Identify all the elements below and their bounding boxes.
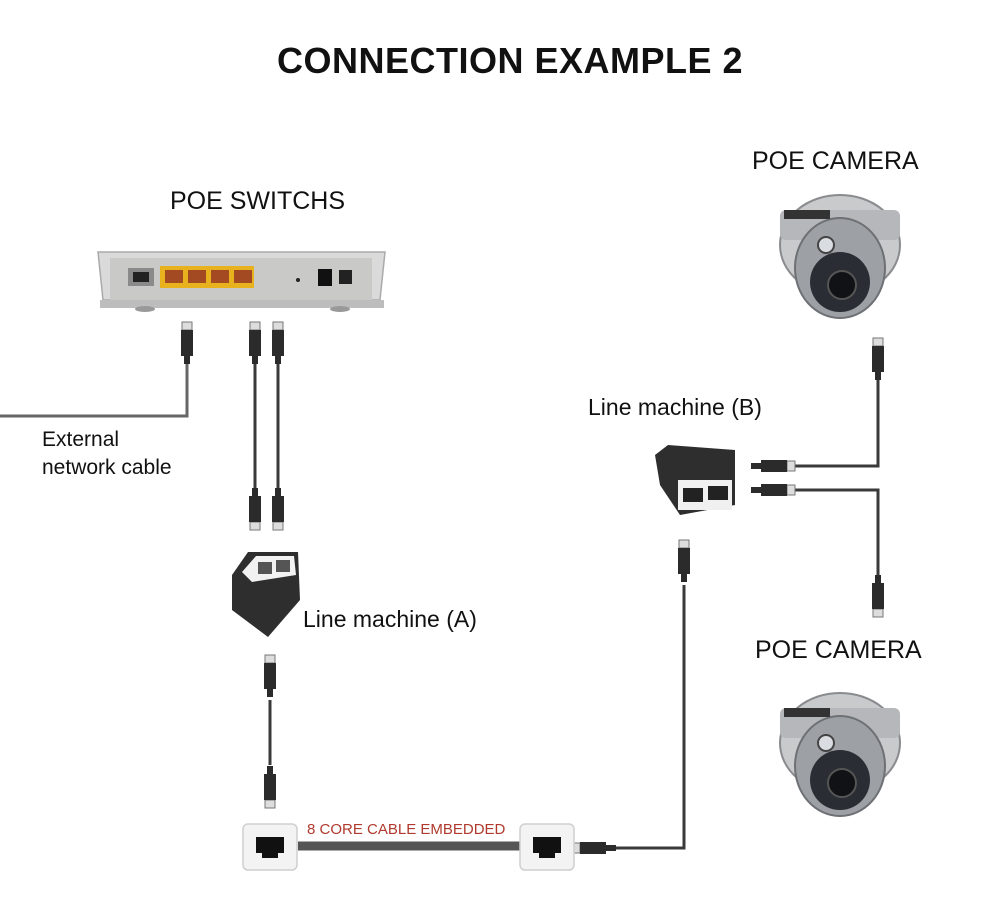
poe-switch: [97, 251, 386, 312]
line-machine-b: [655, 445, 735, 515]
wall-jack-left: [242, 823, 298, 871]
poe-switch-label: POE SWITCHS: [170, 187, 346, 215]
poe-camera-bottom-label: POE CAMERA: [755, 636, 922, 664]
line-machine-a: [232, 552, 300, 637]
poe-camera-top: [779, 194, 901, 319]
line-machine-b-label: Line machine (B): [588, 394, 762, 420]
cables: [0, 362, 880, 851]
external-cable-label-2: network cable: [42, 456, 172, 479]
wall-jack-right: [519, 823, 575, 871]
line-machine-a-label: Line machine (A): [303, 606, 477, 632]
external-cable-label-1: External: [42, 428, 120, 451]
poe-camera-bottom: [779, 692, 901, 817]
page-title: CONNECTION EXAMPLE 2: [276, 40, 744, 81]
poe-camera-top-label: POE CAMERA: [752, 147, 919, 175]
embedded-cable-label: 8 CORE CABLE EMBEDDED: [307, 821, 506, 838]
